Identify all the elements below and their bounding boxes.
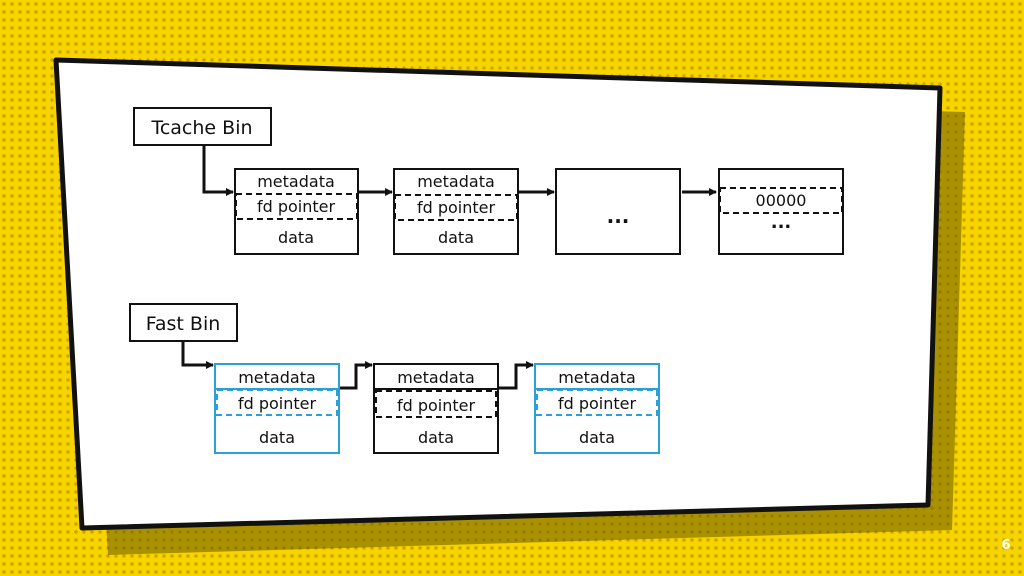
fastbin-arrows bbox=[181, 341, 534, 390]
chunk-fd-pointer: fd pointer bbox=[238, 394, 317, 413]
tcache-chunk-4: 00000 ... bbox=[718, 168, 844, 255]
fastbin-chunk-1: metadata fd pointer data bbox=[214, 363, 340, 454]
chunk-metadata: metadata bbox=[558, 368, 636, 387]
tcache-bin-label: Tcache Bin bbox=[150, 117, 252, 139]
chunk-metadata: metadata bbox=[257, 172, 335, 191]
chunk-ellipsis: ... bbox=[607, 204, 630, 228]
arrow-fastbin-to-chunk-1 bbox=[181, 341, 214, 369]
chunk-metadata: metadata bbox=[397, 368, 475, 387]
arrow-tcache-to-chunk-1 bbox=[202, 145, 234, 196]
chunk-ellipsis: ... bbox=[771, 212, 792, 233]
chunk-fd-pointer: fd pointer bbox=[417, 198, 496, 217]
chunk-metadata: metadata bbox=[238, 368, 316, 387]
chunk-null-pointer: 00000 bbox=[756, 191, 807, 210]
chunk-data: data bbox=[438, 228, 474, 247]
chunk-fd-pointer: fd pointer bbox=[558, 394, 637, 413]
chunk-data: data bbox=[278, 228, 314, 247]
chunk-data: data bbox=[579, 428, 615, 447]
chunk-fd-pointer: fd pointer bbox=[257, 197, 336, 216]
fastbin-chunk-3: metadata fd pointer data bbox=[534, 363, 660, 454]
slide-number: 6 bbox=[1001, 538, 1011, 553]
chunk-data: data bbox=[418, 428, 454, 447]
tcache-bin-label-box: Tcache Bin bbox=[133, 107, 272, 146]
fast-bin-label-box: Fast Bin bbox=[129, 303, 238, 342]
chunk-fd-pointer: fd pointer bbox=[397, 396, 476, 415]
chunk-data: data bbox=[259, 428, 295, 447]
tcache-chunk-1: metadata fd pointer data bbox=[234, 168, 359, 255]
fastbin-chunk-2: metadata fd pointer data bbox=[373, 363, 499, 454]
tcache-arrows bbox=[202, 145, 717, 196]
arrow-fastbin-chunk-1-to-2 bbox=[339, 361, 373, 390]
chunk-metadata: metadata bbox=[417, 172, 495, 191]
arrow-fastbin-chunk-2-to-3 bbox=[498, 361, 534, 390]
tcache-chunk-2: metadata fd pointer data bbox=[393, 168, 519, 255]
fast-bin-label: Fast Bin bbox=[146, 313, 221, 335]
tcache-chunk-3: ... bbox=[555, 168, 681, 255]
